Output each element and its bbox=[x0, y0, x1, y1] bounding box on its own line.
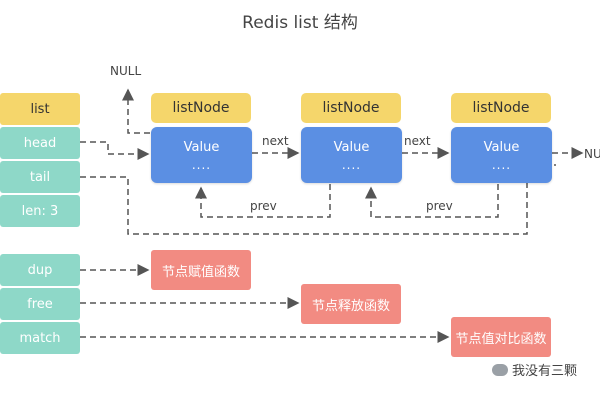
node-3-header: listNode bbox=[451, 93, 551, 123]
chat-icon bbox=[492, 363, 508, 376]
next-label-2: next bbox=[404, 134, 431, 148]
watermark-text: 我没有三颗 bbox=[512, 364, 578, 379]
node-2-header: listNode bbox=[301, 93, 401, 123]
prev-label-2: prev bbox=[426, 199, 453, 213]
node-1-value-label: Value bbox=[183, 139, 220, 155]
tail-arrow bbox=[80, 164, 556, 235]
list-field-tail: tail bbox=[0, 161, 80, 193]
node-3-value-label: Value bbox=[483, 139, 520, 155]
head-arrow bbox=[80, 141, 150, 160]
node-2-value-label: Value bbox=[333, 139, 370, 155]
list-field-len: len: 3 bbox=[0, 195, 80, 227]
compare-function-box: 节点值对比函数 bbox=[451, 317, 551, 357]
list-field-head: head bbox=[0, 127, 80, 159]
prev-arrow-2 bbox=[365, 184, 499, 218]
list-field-dup: dup bbox=[0, 254, 80, 286]
prev-label-1: prev bbox=[250, 199, 277, 213]
node-1-header: listNode bbox=[151, 93, 251, 123]
node-2-value-box: Value .... bbox=[301, 127, 402, 183]
list-header: list bbox=[0, 93, 80, 125]
node-3-dots: .... bbox=[491, 157, 512, 172]
node-2-dots: .... bbox=[341, 157, 362, 172]
null-label-right: NUL bbox=[584, 147, 600, 161]
next-label-1: next bbox=[262, 134, 289, 148]
node-1-dots: .... bbox=[191, 157, 212, 172]
list-field-free: free bbox=[0, 288, 80, 320]
null-arrow bbox=[122, 88, 150, 134]
watermark: 我没有三颗 bbox=[492, 360, 577, 379]
assign-function-box: 节点赋值函数 bbox=[151, 250, 251, 290]
null-label-top: NULL bbox=[110, 64, 142, 78]
list-field-match: match bbox=[0, 322, 80, 354]
node-1-value-box: Value .... bbox=[151, 127, 252, 183]
diagram-title: Redis list 结构 bbox=[242, 13, 358, 33]
node-3-value-box: Value .... bbox=[451, 127, 552, 183]
free-function-box: 节点释放函数 bbox=[301, 284, 401, 324]
